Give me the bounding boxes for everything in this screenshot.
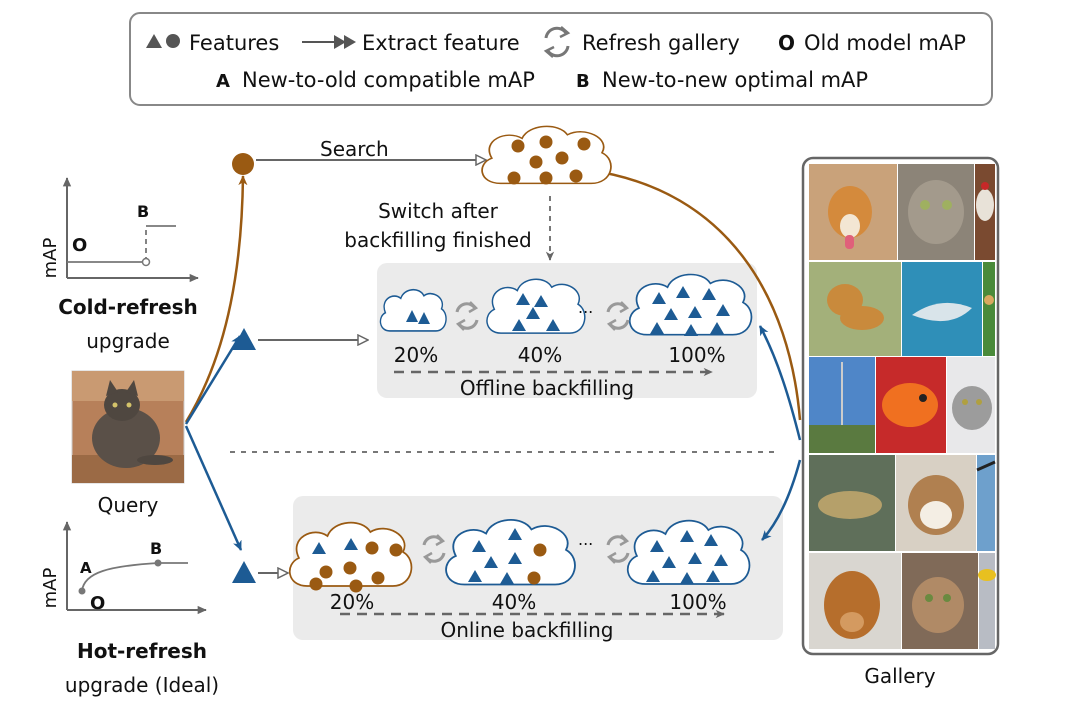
switch-label-line-1: Switch after <box>378 199 499 223</box>
offline-label: Offline backfilling <box>460 376 634 400</box>
legend-extract-label: Extract feature <box>362 31 520 55</box>
feature-triangle-icon <box>146 34 162 48</box>
query-label: Query <box>98 493 159 517</box>
cold-refresh-chart: mAP O B Cold-refresh upgrade <box>40 177 199 353</box>
legend-marker-o: O <box>778 31 795 55</box>
hot-point-o: O <box>90 593 105 614</box>
cold-switch-point <box>141 257 151 267</box>
offline-percent-40: 40% <box>518 343 562 367</box>
query-to-new-feature-offline-arrow <box>184 335 242 425</box>
hot-refresh-subtitle: upgrade (Ideal) <box>65 673 219 697</box>
online-cloud-20 <box>289 521 413 593</box>
hot-curve <box>81 562 188 592</box>
hot-start-point <box>78 587 86 595</box>
offline-refresh-icon-1 <box>455 301 479 331</box>
gallery-image-airship <box>979 553 995 649</box>
gallery <box>801 156 1000 656</box>
search-label: Search <box>320 137 389 161</box>
legend: Features Extract feature Refresh gallery… <box>129 12 993 106</box>
gallery-to-online-cloud-arrow <box>761 459 802 541</box>
online-refresh-icon-1 <box>422 534 446 564</box>
offline-cloud-100 <box>629 273 753 336</box>
old-gallery-cloud <box>481 125 612 185</box>
gallery-label: Gallery <box>864 664 936 688</box>
offline-refresh-icon-2 <box>606 301 630 331</box>
query-to-new-feature-online-arrow <box>184 425 243 551</box>
offline-dots: ... <box>578 298 593 317</box>
offline-cloud-20 <box>379 288 447 332</box>
switch-label-line-2: backfilling finished <box>344 228 531 252</box>
gallery-to-old-cloud-arrow <box>587 166 802 421</box>
hot-point-b: B <box>150 539 162 558</box>
legend-old-map-label: Old model mAP <box>804 31 966 55</box>
hot-point-a: A <box>80 559 92 577</box>
online-cloud-40 <box>445 519 576 586</box>
legend-features-label: Features <box>189 31 279 55</box>
cold-refresh-title: Cold-refresh <box>58 295 198 319</box>
cold-refresh-subtitle: upgrade <box>86 329 170 353</box>
hot-refresh-title: Hot-refresh <box>77 639 207 663</box>
hot-end-point <box>154 559 162 567</box>
legend-refresh-label: Refresh gallery <box>582 31 740 55</box>
feature-circle-icon <box>166 34 180 48</box>
online-dots: ... <box>578 530 593 549</box>
refresh-icon <box>543 26 571 58</box>
legend-marker-a: A <box>216 71 230 92</box>
query-to-old-feature-arrow <box>184 175 248 423</box>
offline-percent-20: 20% <box>394 343 438 367</box>
offline-percent-100: 100% <box>668 343 725 367</box>
gallery-image-bridge <box>977 455 995 551</box>
legend-compatible-label: New-to-old compatible mAP <box>242 68 535 92</box>
new-query-feature-triangle-online <box>232 561 256 583</box>
query-image <box>71 370 185 484</box>
gallery-to-offline-cloud-arrow <box>758 325 802 441</box>
legend-marker-b: B <box>576 71 590 92</box>
cold-axis-label: mAP <box>40 238 61 279</box>
online-percent-20: 20% <box>330 590 374 614</box>
legend-optimal-label: New-to-new optimal mAP <box>602 68 868 92</box>
online-cloud-100 <box>627 519 751 585</box>
cold-point-o: O <box>72 235 87 256</box>
cold-point-b: B <box>137 202 149 221</box>
extract-arrow-icon <box>302 35 356 49</box>
offline-cloud-40 <box>486 278 586 334</box>
gallery-image-dog-running <box>983 262 995 356</box>
old-query-feature-dot <box>232 153 254 175</box>
hot-axis-label: mAP <box>40 568 61 609</box>
online-label: Online backfilling <box>440 618 613 642</box>
new-query-feature-triangle-offline <box>232 328 256 350</box>
online-percent-100: 100% <box>669 590 726 614</box>
hot-refresh-chart: mAP A B O Hot-refresh upgrade (Ideal) <box>40 521 219 697</box>
online-refresh-icon-2 <box>606 534 630 564</box>
online-percent-40: 40% <box>492 590 536 614</box>
